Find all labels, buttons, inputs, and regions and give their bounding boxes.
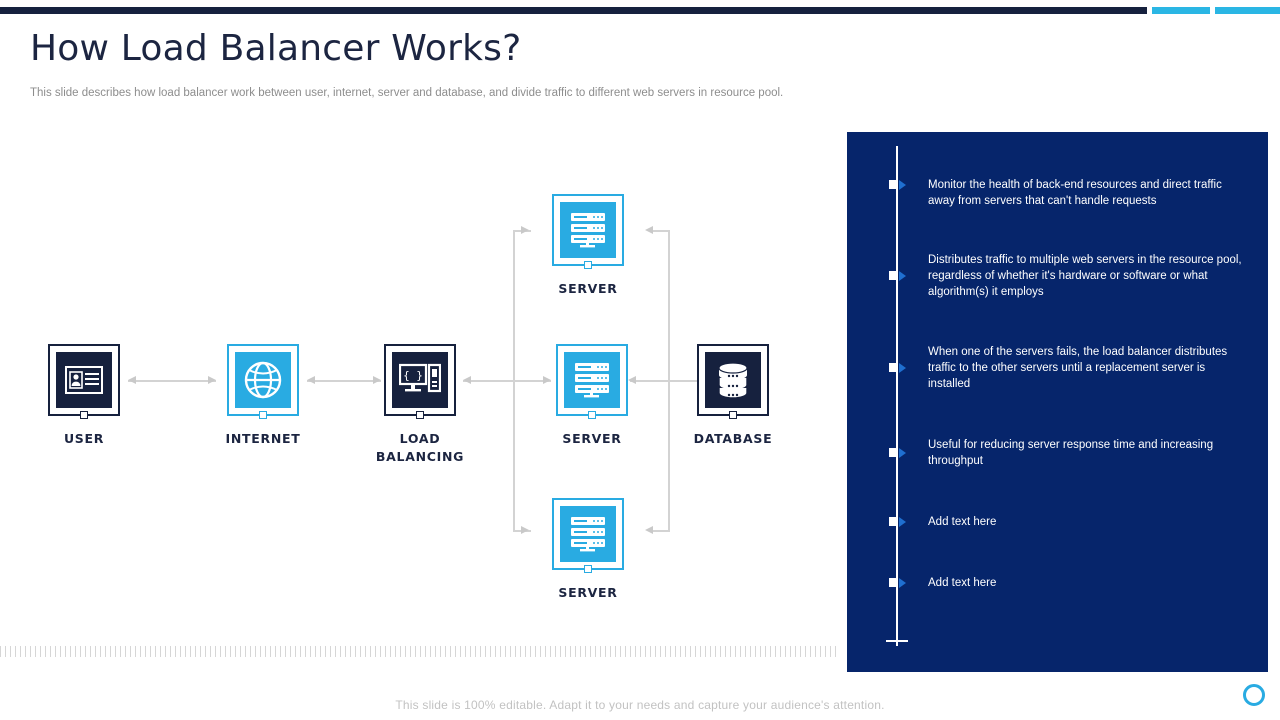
arrow-to-server-bottom [521,526,529,534]
top-rule-navy [0,7,1147,14]
node-internet[interactable]: INTERNET [226,344,300,446]
bullet-marker-icon [889,362,906,373]
arrow-to-internet-2 [307,376,315,384]
server-rack-icon [560,202,616,258]
page-title: How Load Balancer Works? [30,28,522,69]
node-server-top[interactable]: SERVER [552,194,624,296]
connector-user-internet [128,380,216,382]
node-server-top-stand [584,261,592,269]
bullet-marker-icon [889,179,906,190]
svg-text:{ }: { } [403,369,423,382]
node-lb-label-line2: BALANCING [375,449,465,464]
node-server-bottom-stand [584,565,592,573]
node-load-balancing-label: LOAD BALANCING [376,430,464,466]
node-user[interactable]: USER [48,344,120,446]
connector-lb-bus [463,380,551,382]
node-server-middle-box [556,344,628,419]
database-icon [705,352,761,408]
node-server-bottom-label: SERVER [558,585,618,600]
node-server-top-box [552,194,624,269]
list-item-text: Monitor the health of back-end resources… [928,179,1222,207]
monitor-code-icon: { } [392,352,448,408]
node-database[interactable]: DATABASE [694,344,772,446]
node-user-label: USER [63,431,105,446]
ring-logo-icon [1243,684,1265,706]
node-user-stand [80,411,88,419]
list-item-text: Distributes traffic to multiple web serv… [928,254,1242,298]
node-internet-stand [259,411,267,419]
connector-server-database [630,380,708,382]
list-item-text: When one of the servers fails, the load … [928,346,1228,390]
node-lb-label-line1: LOAD [399,431,441,446]
arrow-to-server-middle [543,376,551,384]
node-internet-label: INTERNET [225,431,301,446]
node-load-balancing[interactable]: { } LOAD BALANCING [376,344,463,464]
bullet-marker-icon [889,516,906,527]
server-rack-icon [560,506,616,562]
node-server-middle-label: SERVER [562,431,622,446]
node-user-box [48,344,120,419]
page-subtitle: This slide describes how load balancer w… [30,87,784,99]
node-database-box [697,344,769,419]
top-rule-cyan-2 [1215,7,1280,14]
bullet-marker-icon [889,270,906,281]
node-database-label: DATABASE [693,431,773,446]
branch-bottom-right [650,530,670,532]
timeline-rail [896,146,898,646]
top-accent-bar [0,7,1280,14]
node-server-middle[interactable]: SERVER [556,344,628,446]
load-balancer-diagram: USER INTERNET { } [0,120,840,640]
timeline-rail-end-cap [886,640,908,642]
node-server-top-label: SERVER [558,281,618,296]
list-item-text: Add text here [928,516,997,528]
node-load-balancing-stand [416,411,424,419]
footer-note: This slide is 100% editable. Adapt it to… [395,698,885,712]
node-load-balancing-box: { } [384,344,456,419]
branch-top-right [650,230,670,232]
arrow-to-internet [208,376,216,384]
node-internet-box [227,344,299,419]
arrow-to-lb-2 [463,376,471,384]
bullet-marker-icon [889,447,906,458]
benefits-panel: Monitor the health of back-end resources… [847,132,1268,672]
list-item-text: Useful for reducing server response time… [928,439,1214,467]
arrow-to-user [128,376,136,384]
arrow-from-server-top [645,226,653,234]
tick-divider [0,646,840,657]
server-rack-icon [564,352,620,408]
node-server-middle-stand [588,411,596,419]
id-card-icon [56,352,112,408]
arrow-from-database [628,376,636,384]
arrow-to-server-top [521,226,529,234]
connector-internet-lb [307,380,381,382]
arrow-to-lb [373,376,381,384]
node-server-bottom[interactable]: SERVER [552,498,624,600]
node-server-bottom-box [552,498,624,573]
globe-icon [235,352,291,408]
left-bus-line [513,230,515,530]
node-database-stand [729,411,737,419]
top-rule-cyan-1 [1152,7,1210,14]
list-item-text: Add text here [928,577,997,589]
arrow-from-server-bottom [645,526,653,534]
bullet-marker-icon [889,577,906,588]
